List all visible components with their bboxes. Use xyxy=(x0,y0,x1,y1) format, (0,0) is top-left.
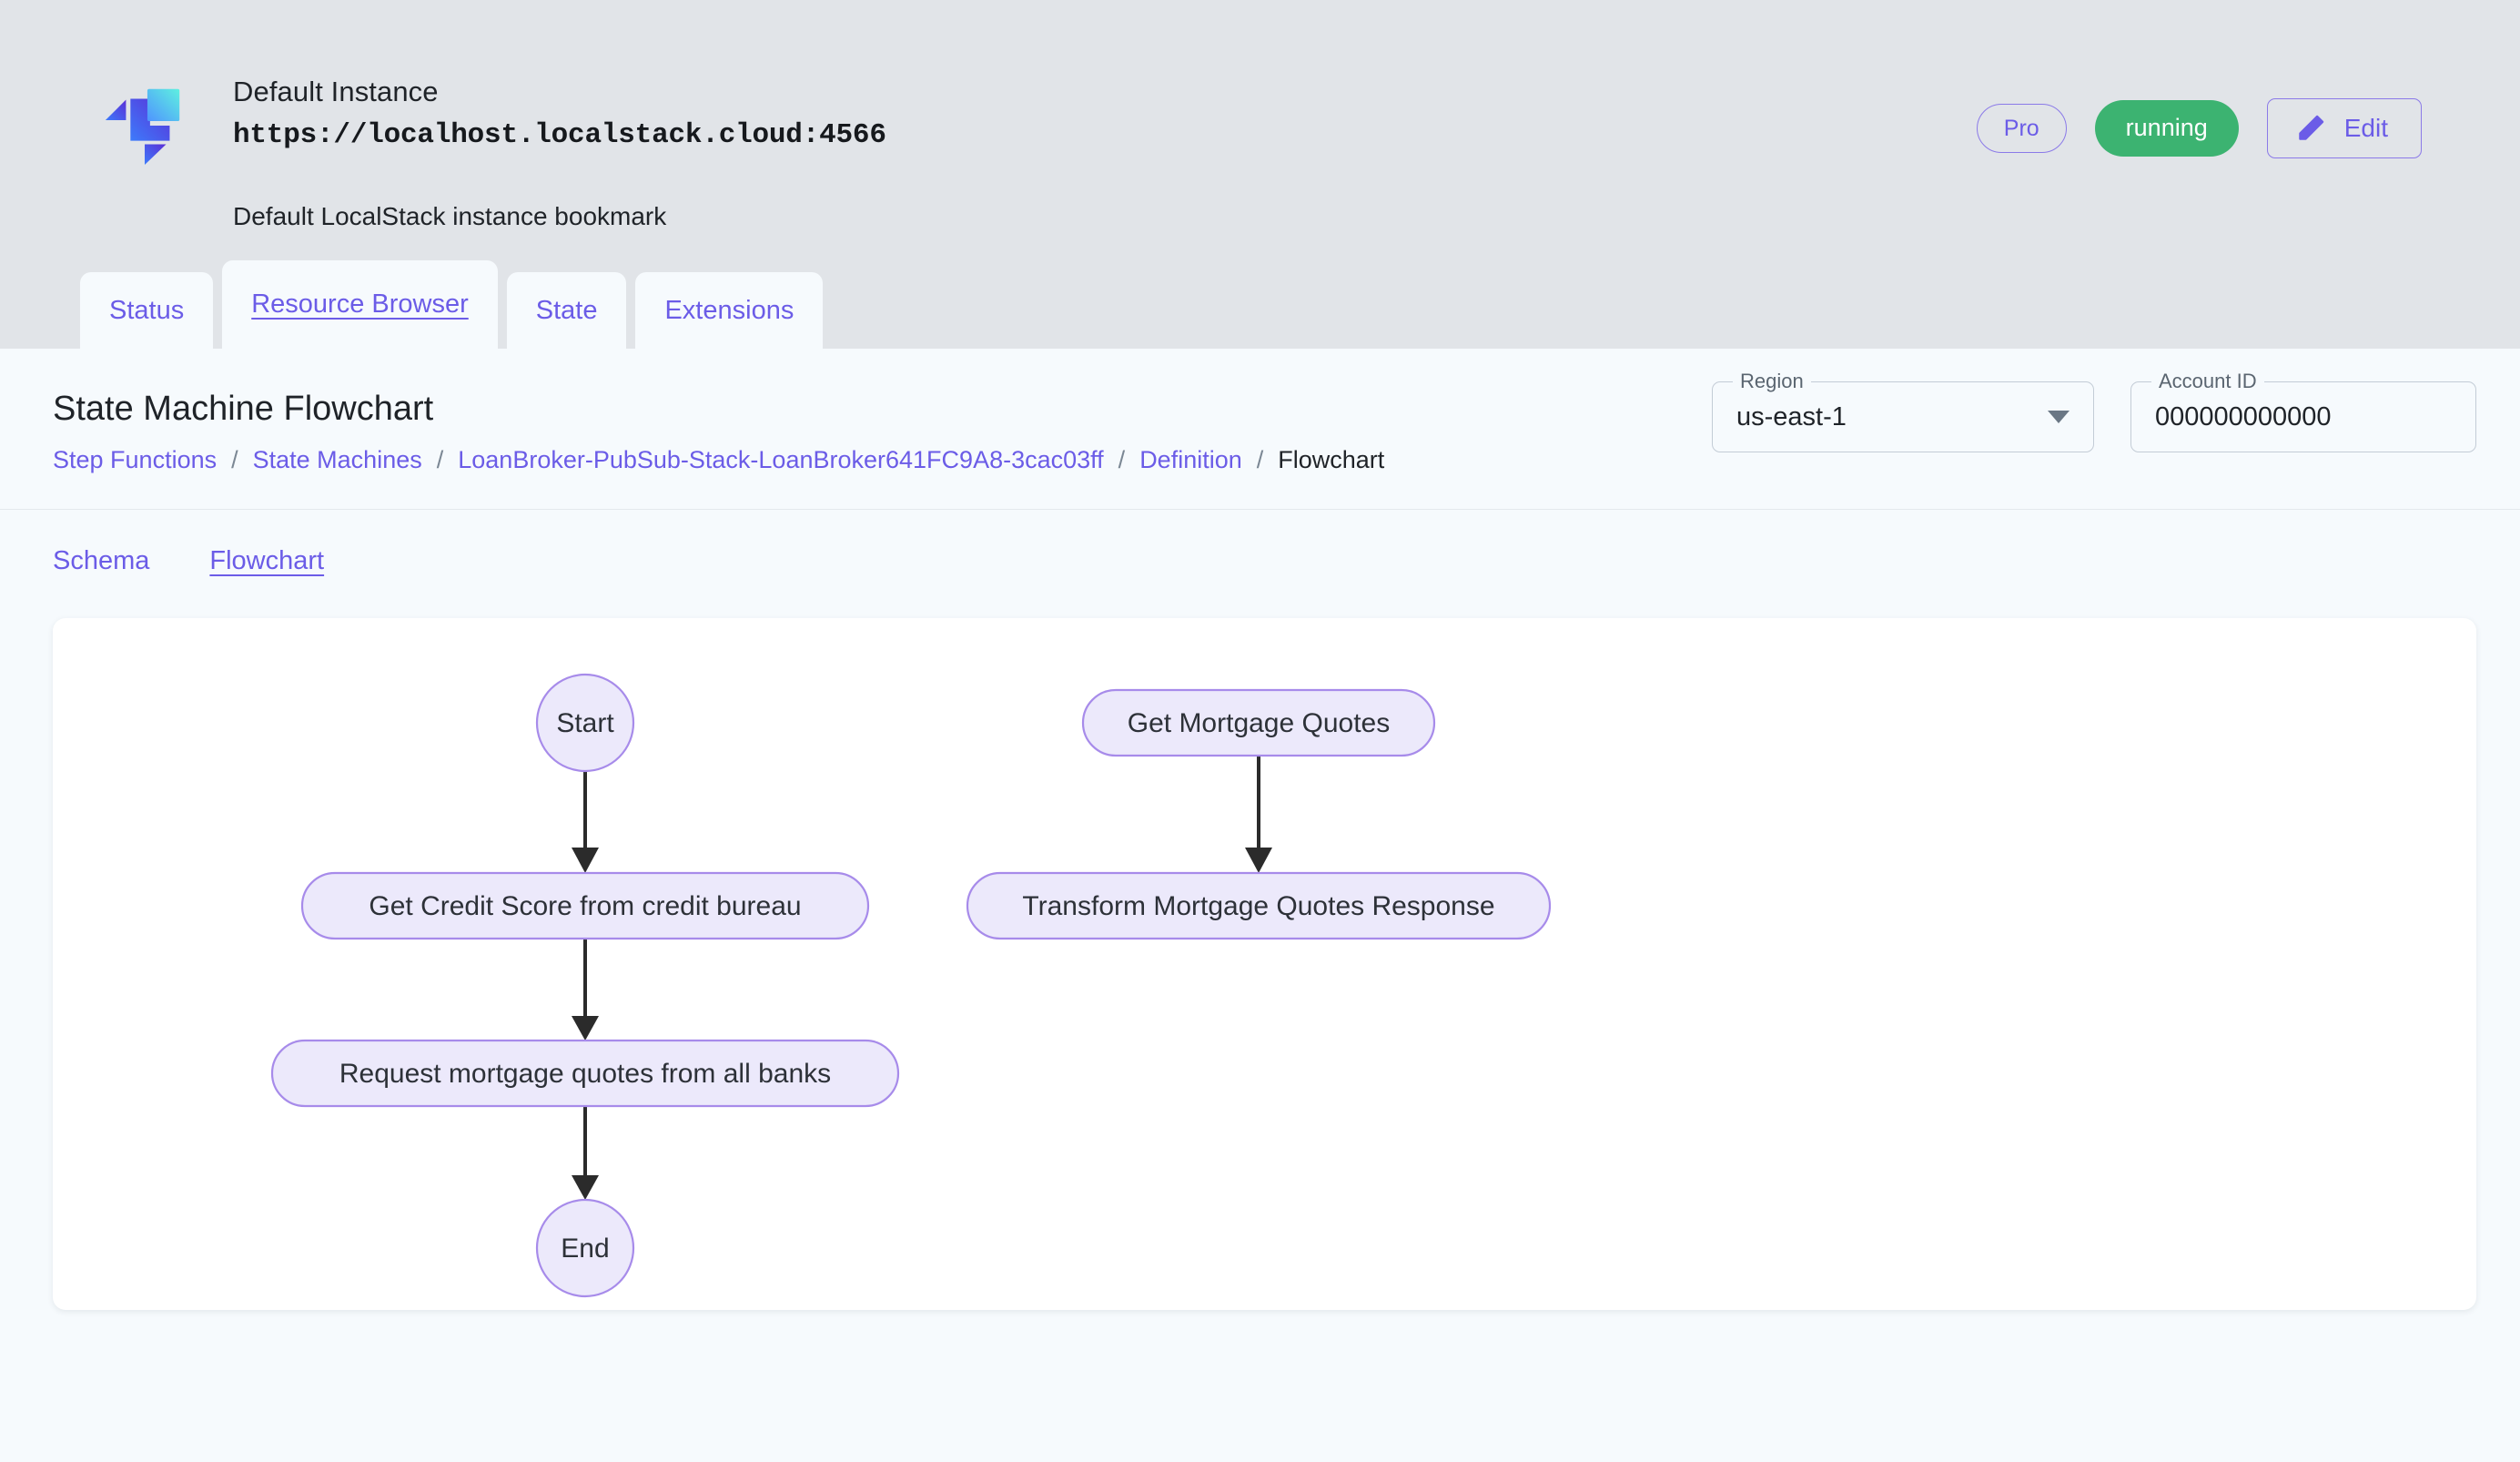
edit-button[interactable]: Edit xyxy=(2266,98,2422,158)
instance-header: Default Instance https://localhost.local… xyxy=(0,0,2520,349)
edge-request-to-end xyxy=(572,1105,599,1200)
flow-node-transform-mortgage-quotes-response-label: Transform Mortgage Quotes Response xyxy=(1022,891,1494,921)
breadcrumb-separator: / xyxy=(436,445,444,473)
breadcrumb-separator: / xyxy=(1256,445,1264,473)
account-id-field[interactable]: Account ID 000000000000 xyxy=(2130,370,2476,452)
tab-status-label: Status xyxy=(109,295,185,325)
tab-status[interactable]: Status xyxy=(80,272,214,349)
breadcrumb-item-state-machines[interactable]: State Machines xyxy=(252,445,422,473)
flow-node-get-credit-score-label: Get Credit Score from credit bureau xyxy=(369,891,801,921)
breadcrumb-separator: / xyxy=(231,445,238,473)
edit-button-label: Edit xyxy=(2343,114,2388,143)
tab-state[interactable]: State xyxy=(506,272,627,349)
main-tabs: Status Resource Browser State Extensions xyxy=(80,260,824,349)
tab-resource-browser[interactable]: Resource Browser xyxy=(222,260,498,349)
flow-node-request-mortgage-quotes-label: Request mortgage quotes from all banks xyxy=(339,1059,831,1089)
section-header: State Machine Flowchart Step Functions /… xyxy=(0,349,2520,510)
breadcrumb-item-step-functions[interactable]: Step Functions xyxy=(53,445,218,473)
flow-node-get-mortgage-quotes-label: Get Mortgage Quotes xyxy=(1128,708,1391,738)
page-body: State Machine Flowchart Step Functions /… xyxy=(0,349,2520,1462)
region-select[interactable]: Region us-east-1 xyxy=(1712,370,2094,452)
edge-credit-to-request xyxy=(572,938,599,1041)
tab-extensions-label: Extensions xyxy=(664,295,794,325)
region-value: us-east-1 xyxy=(1736,401,1847,431)
region-account-fields: Region us-east-1 Account ID 000000000000 xyxy=(1712,370,2476,452)
breadcrumb-separator: / xyxy=(1118,445,1126,473)
subtab-flowchart[interactable]: Flowchart xyxy=(209,545,325,575)
account-id-value: 000000000000 xyxy=(2155,401,2332,431)
tab-resource-browser-label: Resource Browser xyxy=(251,289,469,319)
breadcrumb-item-definition[interactable]: Definition xyxy=(1139,445,1242,473)
page-title: State Machine Flowchart xyxy=(53,390,434,428)
tab-extensions[interactable]: Extensions xyxy=(635,272,824,349)
flow-node-start-label: Start xyxy=(556,708,614,738)
sub-tabs: Schema Flowchart xyxy=(0,510,2520,607)
instance-title: Default Instance xyxy=(233,76,439,107)
subtab-schema[interactable]: Schema xyxy=(53,545,150,575)
flow-node-transform-mortgage-quotes-response[interactable]: Transform Mortgage Quotes Response xyxy=(966,871,1552,939)
instance-url: https://localhost.localstack.cloud:4566 xyxy=(233,118,886,151)
pencil-icon xyxy=(2295,113,2326,144)
flow-node-request-mortgage-quotes[interactable]: Request mortgage quotes from all banks xyxy=(270,1039,900,1107)
state-machine-flowchart[interactable]: Start Get Credit Score from credit burea… xyxy=(53,618,2476,1310)
flow-node-get-credit-score[interactable]: Get Credit Score from credit bureau xyxy=(300,871,870,939)
header-actions: Pro running Edit xyxy=(1976,98,2422,158)
edge-quotes-to-transform xyxy=(1245,755,1272,873)
breadcrumb-item-flowchart: Flowchart xyxy=(1278,445,1385,473)
status-badge[interactable]: running xyxy=(2094,100,2239,157)
flow-node-end[interactable]: End xyxy=(535,1198,635,1297)
flow-node-start[interactable]: Start xyxy=(535,673,635,772)
account-id-label: Account ID xyxy=(2151,370,2264,394)
flow-node-get-mortgage-quotes[interactable]: Get Mortgage Quotes xyxy=(1081,688,1436,756)
tab-state-label: State xyxy=(535,295,598,325)
localstack-logo-icon xyxy=(100,78,189,168)
pro-badge[interactable]: Pro xyxy=(1976,103,2067,154)
chevron-down-icon[interactable] xyxy=(2048,411,2070,423)
breadcrumb-item-state-machine-name[interactable]: LoanBroker-PubSub-Stack-LoanBroker641FC9… xyxy=(458,445,1104,473)
region-label: Region xyxy=(1733,370,1811,394)
flowchart-card: Start Get Credit Score from credit burea… xyxy=(53,617,2476,1310)
breadcrumb: Step Functions / State Machines / LoanBr… xyxy=(53,446,2520,474)
instance-description: Default LocalStack instance bookmark xyxy=(233,201,667,230)
flow-node-end-label: End xyxy=(561,1234,609,1264)
edge-start-to-credit xyxy=(572,770,599,873)
